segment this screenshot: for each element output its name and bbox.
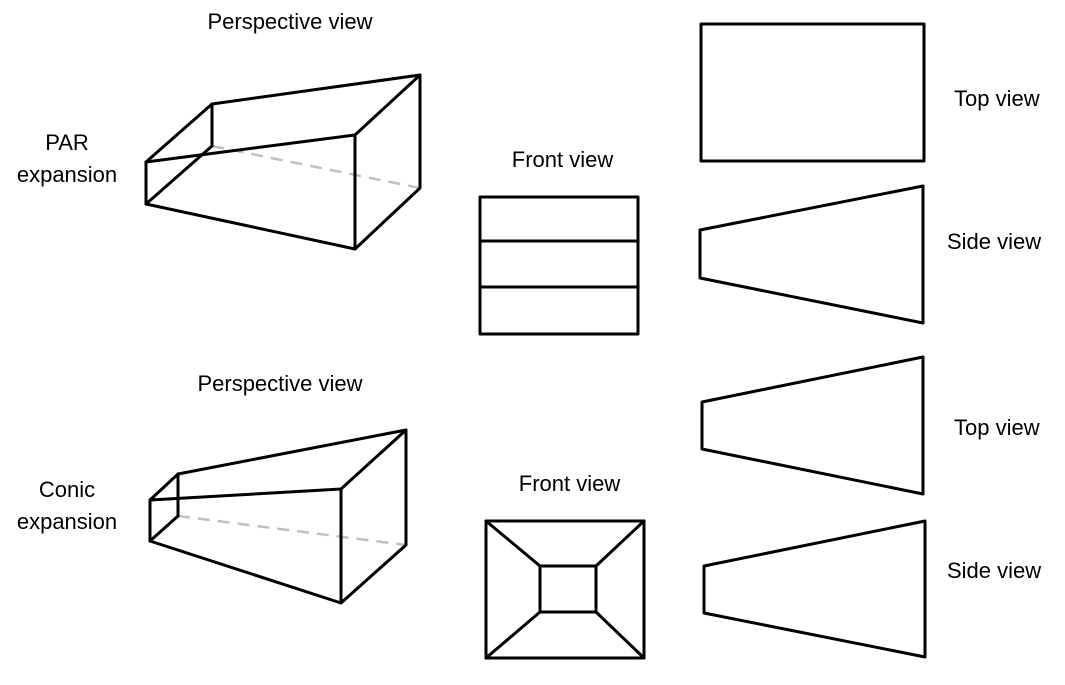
par-side-view-drawing — [698, 184, 925, 325]
conic-row-label: Conic expansion — [16, 477, 118, 534]
conic-front-diagonal-br — [594, 610, 646, 660]
par-side-label: Side view — [947, 229, 1042, 254]
conic-front-diagonal-tl — [484, 519, 542, 568]
conic-hidden-edge — [177, 514, 407, 547]
conic-side-view-drawing — [702, 519, 927, 659]
par-front-rect — [478, 195, 640, 336]
conic-top-front-edge — [148, 487, 343, 502]
conic-front-diagonal-tr — [594, 519, 646, 568]
conic-front-diagonal-bl — [484, 610, 542, 660]
conic-top-view-drawing — [700, 355, 925, 496]
par-top-right-edge — [353, 73, 422, 137]
par-perspective-label: Perspective view — [207, 9, 373, 34]
conic-front-outer-rect — [484, 519, 646, 660]
conic-front-view-drawing — [484, 519, 646, 660]
conic-side-label: Side view — [947, 558, 1042, 583]
conic-front-label: Front view — [518, 471, 621, 496]
par-top-front-edge — [144, 133, 357, 164]
par-top-view-drawing — [699, 22, 926, 163]
conic-bottom-back-edge — [148, 514, 180, 543]
conic-front-inner-rect — [538, 564, 598, 614]
par-row-label: PAR expansion — [16, 130, 118, 187]
par-front-view-drawing — [478, 195, 640, 336]
par-top-label: Top view — [954, 86, 1040, 111]
conic-perspective-label: Perspective view — [197, 371, 363, 396]
conic-top-right-edge — [339, 428, 408, 491]
par-bottom-back-edge — [144, 144, 214, 206]
conic-perspective-drawing — [148, 428, 408, 605]
conic-top-label: Top view — [954, 415, 1040, 440]
par-outline — [144, 73, 422, 251]
par-hidden-edge — [211, 144, 421, 190]
par-perspective-drawing — [144, 73, 422, 251]
par-front-label: Front view — [511, 147, 614, 172]
